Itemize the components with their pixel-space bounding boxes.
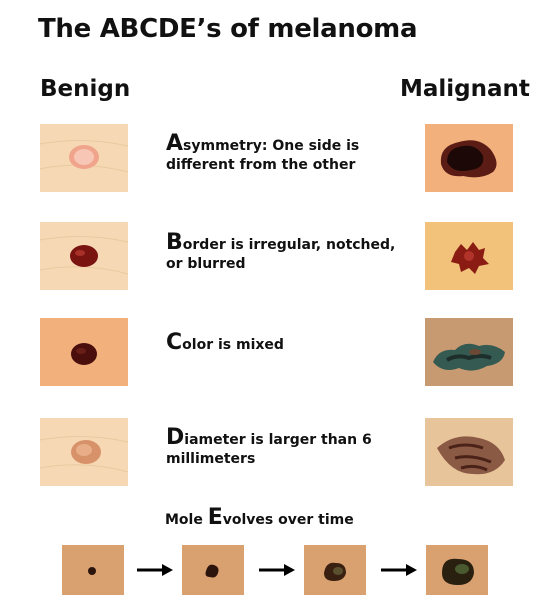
evolves-suffix: volves over time — [222, 512, 354, 528]
criterion-diameter: Diameter is larger than 6 millimeters — [166, 425, 396, 469]
criterion-letter: D — [166, 425, 185, 450]
criterion-color: Color is mixed — [166, 330, 396, 355]
evolution-stage-4-photo — [426, 545, 488, 595]
malignant-border-photo — [425, 222, 513, 290]
evolves-letter: E — [207, 505, 223, 530]
criterion-letter: C — [166, 330, 183, 355]
benign-border-photo — [40, 222, 128, 290]
criterion-asymmetry: Asymmetry: One side is different from th… — [166, 131, 396, 175]
malignant-asymmetry-photo — [425, 124, 513, 192]
criterion-letter: A — [166, 131, 184, 156]
criterion-border: Border is irregular, notched, or blurred — [166, 230, 396, 274]
evolves-caption: Mole Evolves over time — [165, 505, 354, 530]
criterion-text: symmetry: One side is different from the… — [166, 138, 360, 173]
page-title: The ABCDE’s of melanoma — [38, 14, 418, 44]
arrow-right-icon — [136, 563, 174, 577]
criterion-text: olor is mixed — [182, 337, 284, 353]
benign-heading: Benign — [40, 76, 131, 102]
criterion-letter: B — [166, 230, 183, 255]
criterion-text: order is irregular, notched, or blurred — [166, 237, 396, 272]
evolution-stage-1-photo — [62, 545, 124, 595]
arrow-right-icon — [380, 563, 418, 577]
evolves-prefix: Mole — [165, 512, 208, 528]
evolution-stage-2-photo — [182, 545, 244, 595]
benign-asymmetry-photo — [40, 124, 128, 192]
malignant-color-photo — [425, 318, 513, 386]
benign-color-photo — [40, 318, 128, 386]
arrow-right-icon — [258, 563, 296, 577]
malignant-heading: Malignant — [400, 76, 530, 102]
benign-diameter-photo — [40, 418, 128, 486]
criterion-text: iameter is larger than 6 millimeters — [166, 432, 372, 467]
malignant-diameter-photo — [425, 418, 513, 486]
evolution-stage-3-photo — [304, 545, 366, 595]
